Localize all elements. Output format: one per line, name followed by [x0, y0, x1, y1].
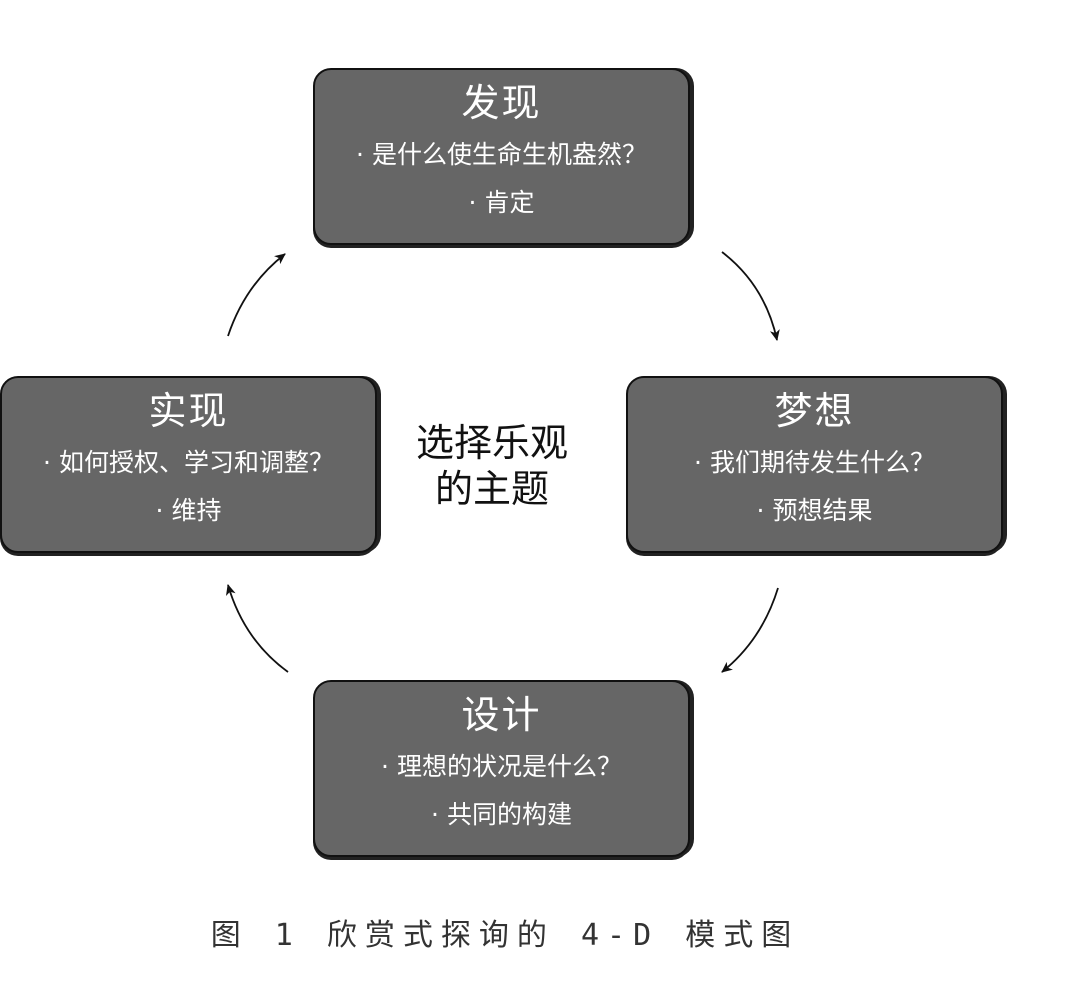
stage-discover-item-1: · 是什么使生命生机盎然？: [356, 140, 647, 169]
arrow-dream-to-design: [721, 587, 779, 673]
stage-design-item-1: · 理想的状况是什么？: [381, 752, 622, 781]
stage-design-item-2: · 共同的构建: [431, 800, 572, 829]
stage-destiny-title: 实现: [148, 389, 229, 433]
stage-discover-item-2: · 肯定: [468, 188, 535, 217]
center-theme-label: 选择乐观 的主题: [392, 420, 592, 512]
figure-caption: 图 1 欣赏式探询的 4-D 模式图: [210, 918, 800, 953]
stage-destiny-item-1: · 如何授权、学习和调整？: [43, 448, 334, 477]
arrow-destiny-to-discover: [227, 253, 286, 337]
arrow-design-to-destiny: [225, 584, 289, 673]
stage-design-box: 设计 · 理想的状况是什么？ · 共同的构建: [313, 680, 690, 857]
center-theme-line-1: 选择乐观: [415, 421, 568, 465]
stage-dream-item-2: · 预想结果: [756, 496, 873, 525]
stage-design-title: 设计: [461, 693, 542, 737]
stage-destiny-item-2: · 维持: [155, 496, 222, 525]
stage-destiny-box: 实现 · 如何授权、学习和调整？ · 维持: [0, 376, 377, 553]
stage-discover-title: 发现: [461, 81, 542, 125]
stage-dream-box: 梦想 · 我们期待发生什么？ · 预想结果: [626, 376, 1003, 553]
stage-discover-box: 发现 · 是什么使生命生机盎然？ · 肯定: [313, 68, 690, 245]
stage-dream-title: 梦想: [774, 389, 855, 433]
stage-dream-item-1: · 我们期待发生什么？: [694, 448, 935, 477]
center-theme-line-2: 的主题: [434, 467, 549, 511]
arrow-discover-to-dream: [721, 251, 780, 341]
